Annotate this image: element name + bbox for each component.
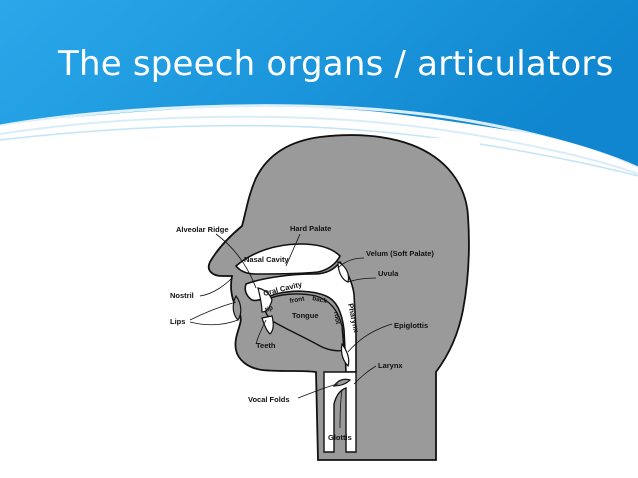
leader-lips-lower (189, 319, 239, 326)
label-velum: Velum (Soft Palate) (366, 249, 434, 258)
banner-wave-1 (0, 104, 638, 170)
nasal-cavity-shape (234, 243, 341, 275)
label-tongue: Tongue (292, 311, 319, 320)
label-lips: Lips (170, 317, 185, 326)
label-alveolar-ridge: Alveolar Ridge (176, 225, 229, 234)
banner-fill (0, 0, 638, 168)
label-larynx: Larynx (378, 361, 403, 370)
label-front: front (289, 295, 306, 305)
label-glottis: Glottis (328, 433, 352, 442)
leader-larynx (353, 365, 377, 385)
label-nostril: Nostril (170, 291, 194, 300)
leader-hard-palate (285, 233, 301, 267)
leader-alveolar-ridge (215, 233, 257, 289)
label-back: back (312, 295, 328, 305)
trachea-shape (323, 371, 357, 453)
label-teeth: Teeth (256, 341, 276, 350)
label-tip: tip (264, 304, 274, 313)
label-nasal-cavity: Nasal Cavity (244, 255, 289, 264)
label-root: root (332, 311, 341, 325)
label-hard-palate: Hard Palate (290, 224, 331, 233)
banner-wave-3 (0, 124, 638, 177)
leader-vocal-folds (297, 383, 339, 399)
oral-cavity-shape (244, 260, 357, 373)
epiglottis-shape (340, 342, 350, 368)
leader-uvula (347, 277, 377, 283)
label-vocal-folds: Vocal Folds (248, 395, 290, 404)
leader-nostril (199, 277, 233, 297)
banner-wave-2 (0, 115, 638, 175)
slide-title: The speech organs / articulators (58, 44, 614, 84)
leader-epiglottis (347, 323, 393, 353)
label-uvula: Uvula (378, 269, 399, 278)
upper-teeth-shape (257, 287, 273, 313)
leader-lips-upper (189, 301, 237, 321)
leader-glottis (339, 389, 343, 429)
header-banner (0, 0, 638, 177)
leader-teeth (255, 319, 267, 345)
leader-velum (337, 257, 365, 269)
label-epiglottis: Epiglottis (394, 321, 428, 330)
leader-lines (189, 233, 393, 429)
